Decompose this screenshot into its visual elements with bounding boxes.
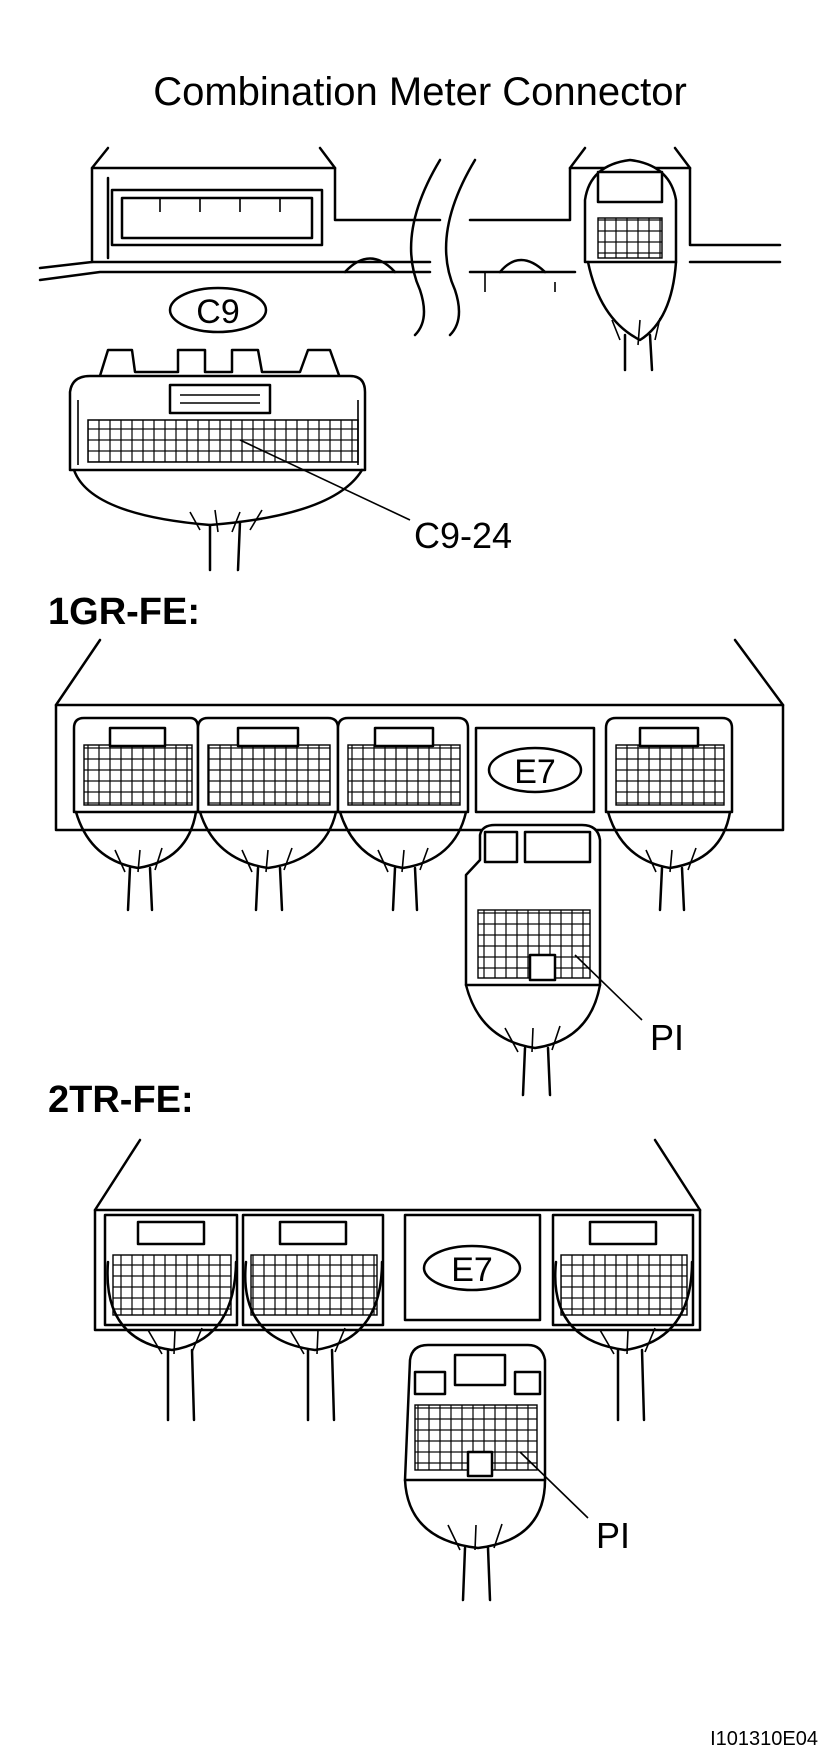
figure-code: I101310E04: [710, 1728, 818, 1750]
e7-connector-id-2tr: E7: [451, 1251, 493, 1289]
ecm-connector-2tr-2: [241, 1213, 385, 1422]
pi-terminal-label-2tr: PI: [596, 1515, 630, 1556]
ecm-connector-2tr-1: [103, 1213, 239, 1422]
c9-connector: C9 C9-24: [68, 286, 512, 572]
c9-tag-oval: [168, 286, 268, 334]
e7-unplugged-connector-1gr: PI: [464, 823, 684, 1097]
ecm-housing-2tr-fe: E7: [93, 1138, 702, 1422]
c9-24-terminal-label: C9-24: [414, 515, 512, 556]
diagram-title: Combination Meter Connector: [153, 70, 687, 114]
ecm-connector-2tr-3: [551, 1213, 695, 1422]
combination-meter-housing: [38, 146, 782, 372]
e7-connector-id-1gr: E7: [514, 753, 556, 791]
c9-connector-id: C9: [196, 293, 239, 331]
section-heading-1gr-fe: 1GR-FE:: [48, 591, 200, 633]
ecm-connector-1gr-3: [336, 716, 470, 912]
ecm-connector-1gr-4: [604, 716, 734, 912]
pi-terminal-label-1gr: PI: [650, 1017, 684, 1058]
ecm-connector-1gr-1: [72, 716, 200, 912]
ecm-housing-1gr-fe: E7: [54, 638, 785, 912]
e7-unplugged-connector-2tr: PI: [403, 1343, 630, 1602]
section-heading-2tr-fe: 2TR-FE:: [48, 1079, 194, 1121]
